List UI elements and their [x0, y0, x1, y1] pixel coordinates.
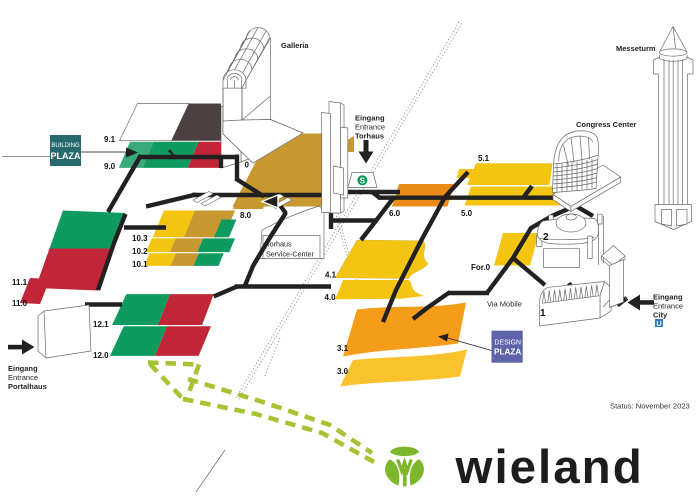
svg-text:3.1: 3.1 — [337, 344, 349, 353]
svg-text:11.1: 11.1 — [12, 278, 28, 287]
svg-text:Entrance: Entrance — [8, 373, 38, 382]
svg-text:Torhaus: Torhaus — [355, 132, 384, 141]
svg-text:8.0: 8.0 — [240, 211, 252, 220]
svg-text:PLAZA: PLAZA — [51, 151, 81, 161]
svg-text:Entrance: Entrance — [355, 123, 385, 132]
svg-text:Eingang: Eingang — [355, 114, 385, 123]
svg-text:DESIGN: DESIGN — [495, 340, 521, 347]
svg-text:4.0: 4.0 — [325, 293, 337, 302]
svg-text:Entrance: Entrance — [653, 302, 683, 311]
svg-text:3.0: 3.0 — [337, 367, 349, 376]
svg-text:10.3: 10.3 — [132, 234, 148, 243]
svg-text:Galleria: Galleria — [281, 41, 309, 50]
svg-text:Via Mobile: Via Mobile — [487, 300, 522, 309]
svg-text:9.0: 9.0 — [104, 162, 116, 171]
svg-text:5.0: 5.0 — [461, 209, 473, 218]
svg-text:10.1: 10.1 — [132, 260, 148, 269]
svg-text:Eingang: Eingang — [653, 293, 683, 302]
svg-text:Status: November 2023: Status: November 2023 — [610, 402, 690, 411]
svg-text:Service-Center: Service-Center — [266, 250, 315, 259]
svg-text:4.1: 4.1 — [325, 271, 337, 280]
svg-text:11.0: 11.0 — [12, 299, 28, 308]
svg-text:Portalhaus: Portalhaus — [8, 382, 47, 391]
svg-text:Congress Center: Congress Center — [576, 120, 637, 129]
svg-text:For.0: For.0 — [471, 263, 491, 272]
svg-text:10.2: 10.2 — [132, 247, 148, 256]
svg-text:1: 1 — [540, 308, 546, 319]
svg-text:12.1: 12.1 — [93, 320, 109, 329]
svg-text:City: City — [653, 311, 668, 320]
svg-text:2: 2 — [543, 232, 549, 243]
svg-text:Messeturm: Messeturm — [616, 44, 656, 53]
svg-text:12.0: 12.0 — [93, 351, 109, 360]
svg-text:BUILDING: BUILDING — [51, 143, 80, 149]
svg-text:5.1: 5.1 — [478, 154, 490, 163]
svg-text:6.0: 6.0 — [389, 209, 401, 218]
svg-text:Torhaus: Torhaus — [266, 240, 292, 249]
svg-text:PLAZA: PLAZA — [494, 348, 521, 357]
svg-text:U: U — [656, 319, 661, 328]
svg-text:9.1: 9.1 — [104, 135, 116, 144]
svg-text:Eingang: Eingang — [8, 364, 38, 373]
svg-text:S: S — [360, 176, 366, 185]
svg-text:wieland: wieland — [455, 441, 644, 494]
svg-text:0: 0 — [245, 161, 250, 170]
